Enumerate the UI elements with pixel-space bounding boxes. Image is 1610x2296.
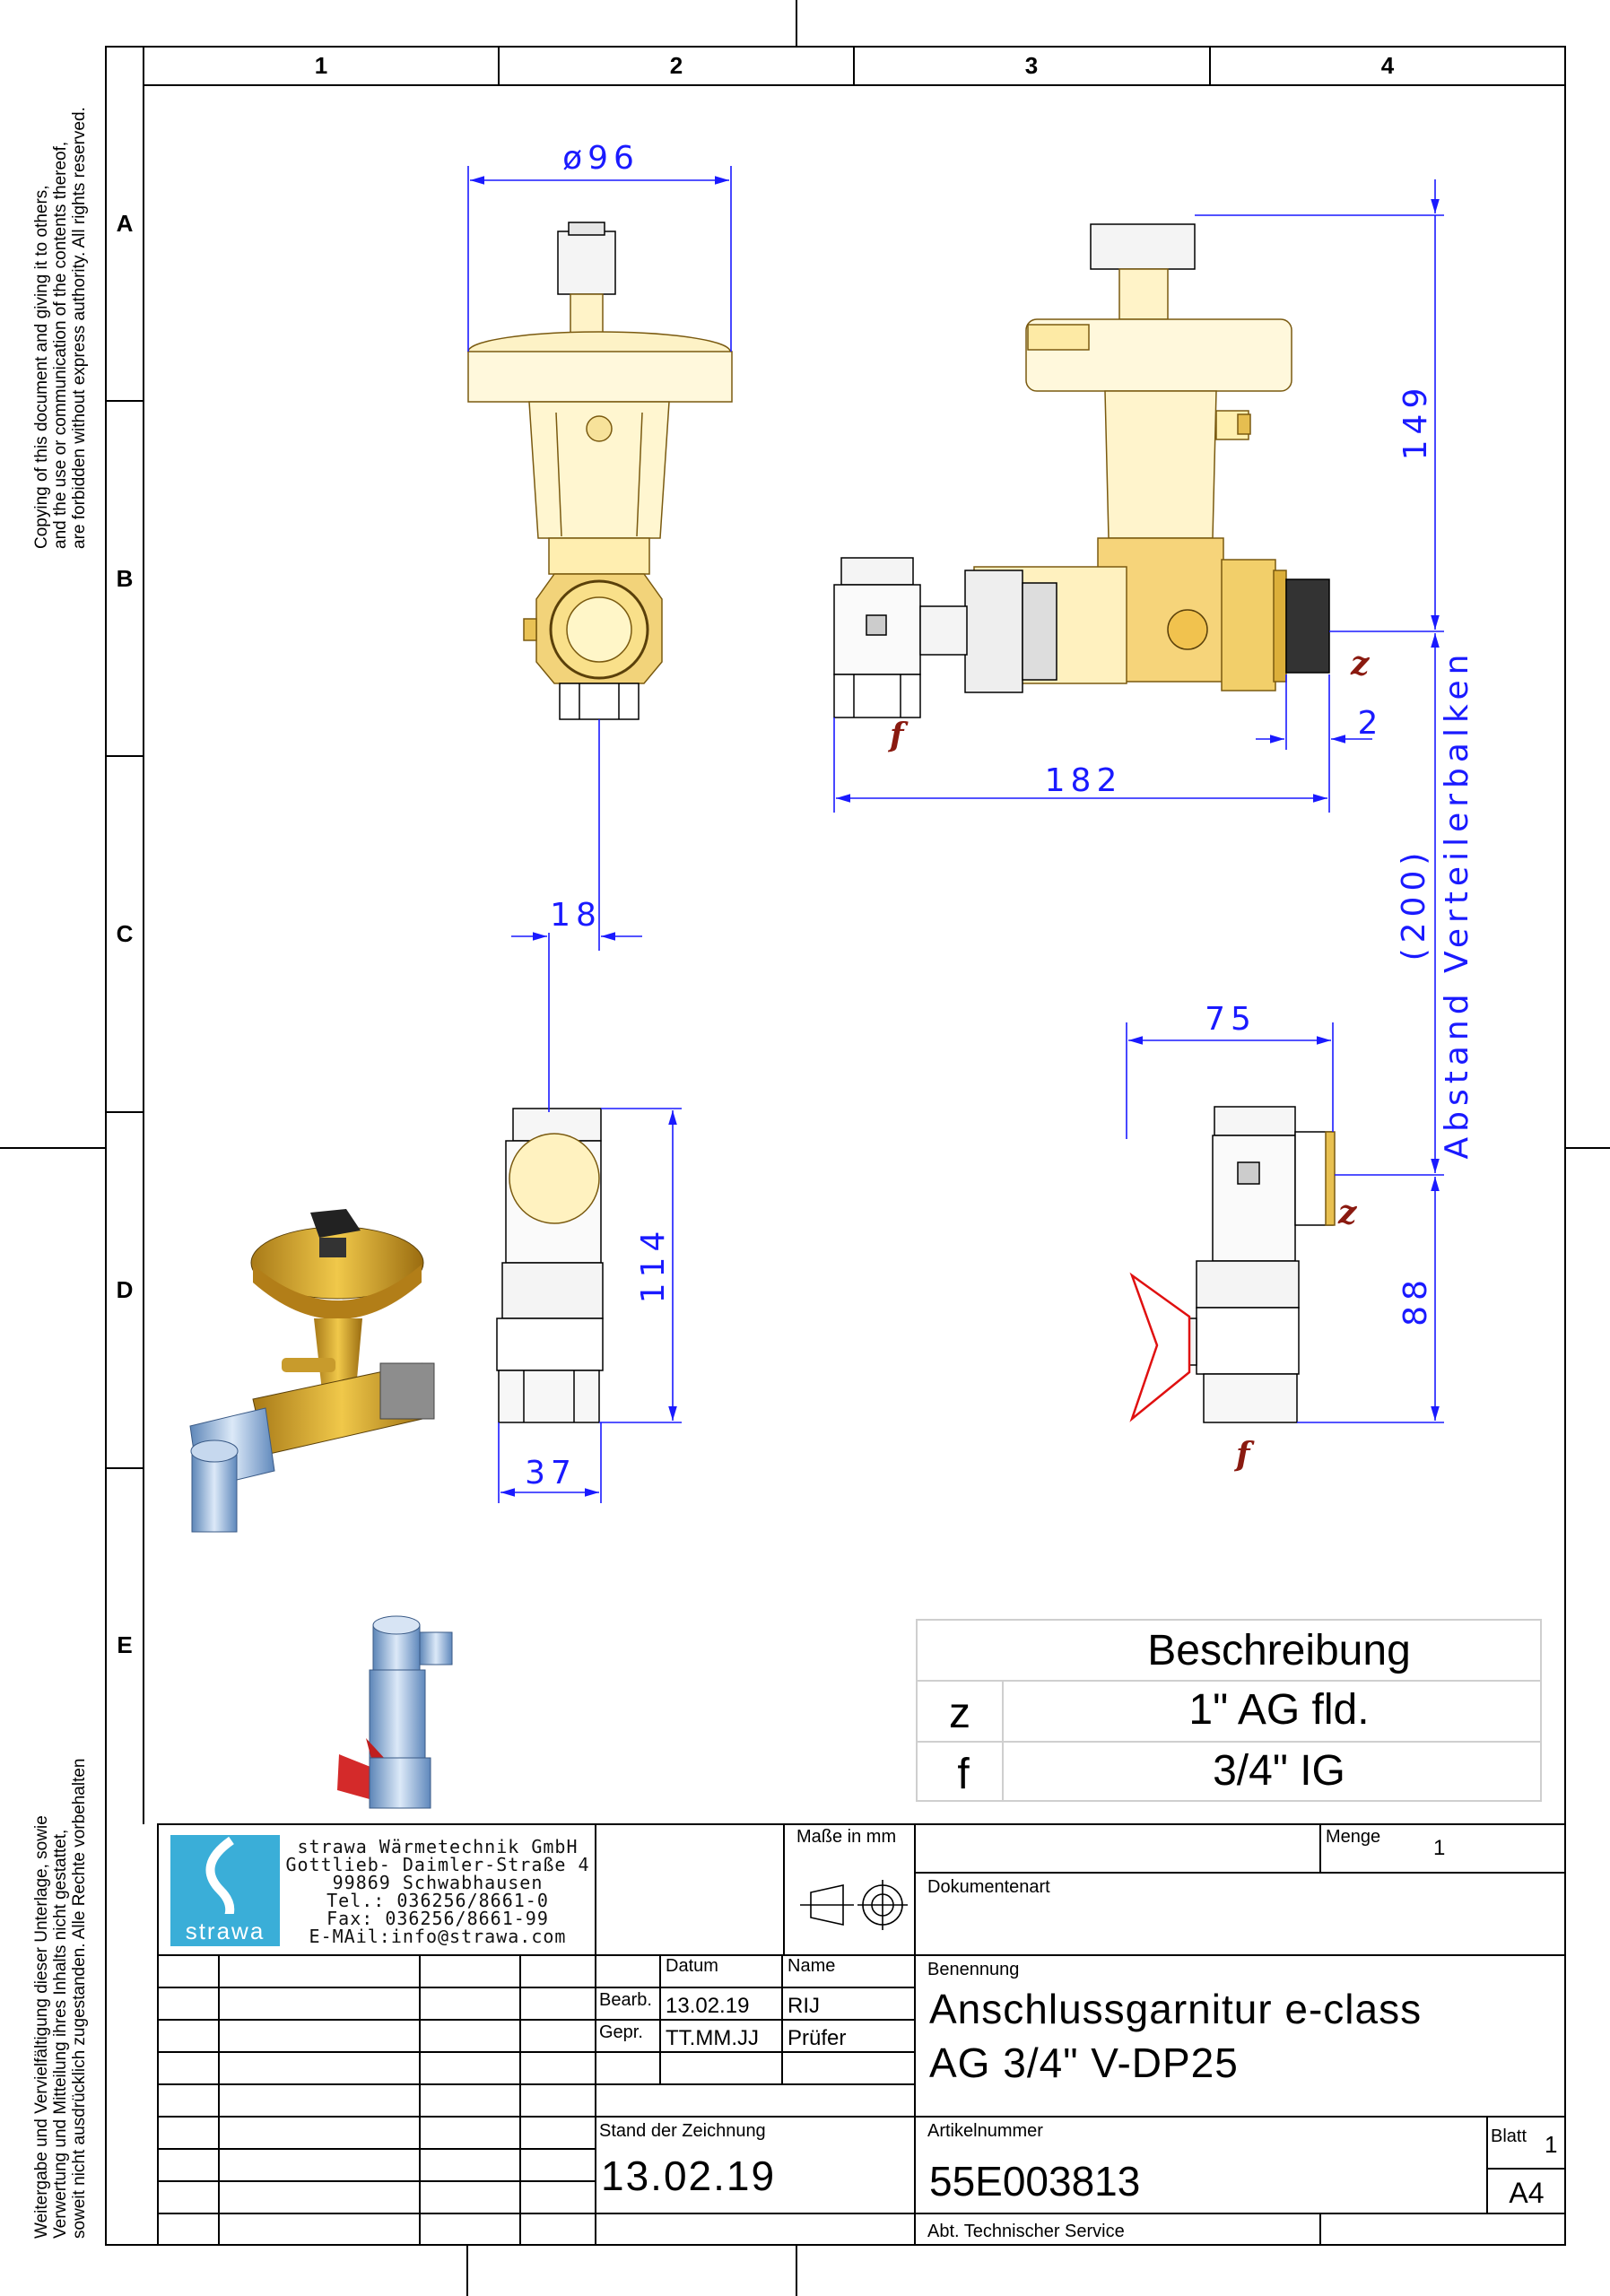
copyright-note-en: Copying of this document and giving it t… — [32, 107, 89, 549]
bearb-label: Bearb. — [599, 1990, 652, 2010]
bearb-name: RIJ — [788, 1994, 820, 2018]
sheet-label: Blatt — [1491, 2126, 1527, 2146]
dimension-149: 149 — [1397, 383, 1434, 461]
title-block-text: Maße in mm Menge 1 Dokumentenart Datum N… — [599, 1827, 1557, 2241]
svg-text:E-MAil:info@strawa.com: E-MAil:info@strawa.com — [309, 1926, 567, 1947]
dimension-114: 114 — [635, 1226, 672, 1304]
copyright-note-de: Weitergabe und Vervielfältigung dieser U… — [32, 1759, 89, 2239]
svg-text:and the use or communication o: and the use or communication of the cont… — [51, 142, 70, 549]
gepr-date: TT.MM.JJ — [666, 2026, 759, 2050]
designation-line1: Anschlussgarnitur e-class — [929, 1986, 1422, 2032]
column-labels: 1 2 3 4 — [315, 52, 1395, 79]
svg-text:strawa Wärmetechnik GmbH: strawa Wärmetechnik GmbH — [298, 1836, 579, 1857]
row-label: D — [117, 1276, 134, 1303]
table-text: 3/4" IG — [1213, 1747, 1345, 1795]
valve-3d-illustration-1 — [189, 1209, 435, 1533]
designation-line2: AG 3/4" V-DP25 — [929, 2039, 1239, 2086]
dimension-labels: ø96 149 2 182 18 114 37 75 88 (200) Abst… — [525, 140, 1475, 1492]
gepr-label: Gepr. — [599, 2022, 643, 2042]
table-text: 1" AG fld. — [1188, 1686, 1369, 1734]
distance-label: Abstand Verteilerbalken — [1439, 649, 1475, 1160]
svg-text:soweit nicht ausdrücklich zuge: soweit nicht ausdrücklich zugestanden. A… — [70, 1759, 89, 2239]
column-label: 3 — [1025, 52, 1038, 79]
drawing-frame — [105, 46, 1566, 2246]
article-value: 55E003813 — [929, 2158, 1140, 2205]
logo-text: strawa — [186, 1918, 265, 1944]
units-label: Maße in mm — [796, 1827, 896, 1847]
dimension-18: 18 — [550, 897, 602, 934]
svg-text:Tel.: 036256/8661-0: Tel.: 036256/8661-0 — [326, 1890, 549, 1911]
quantity-value: 1 — [1433, 1836, 1445, 1860]
company-address: strawa Wärmetechnik GmbH Gottlieb- Daiml… — [285, 1836, 589, 1947]
row-label: B — [117, 565, 134, 592]
date-label: Datum — [666, 1956, 718, 1976]
row-label: E — [117, 1631, 132, 1658]
column-label: 2 — [670, 52, 683, 79]
valve-3d-illustration-2 — [337, 1615, 453, 1809]
designation-label: Benennung — [927, 1960, 1019, 1979]
quantity-label: Menge — [1326, 1827, 1380, 1847]
svg-text:Gottlieb- Daimler-Straße 4: Gottlieb- Daimler-Straße 4 — [285, 1854, 589, 1875]
dimension-88: 88 — [1397, 1274, 1434, 1326]
svg-text:Weitergabe und Vervielfältigun: Weitergabe und Vervielfältigung dieser U… — [32, 1815, 51, 2239]
column-label: 1 — [315, 52, 327, 79]
svg-text:99869 Schwabhausen: 99869 Schwabhausen — [333, 1872, 544, 1893]
mark-z: z — [1350, 645, 1371, 683]
title-block-grid — [157, 1823, 1566, 2246]
mark-z: z — [1337, 1194, 1358, 1231]
table-header: Beschreibung — [1147, 1627, 1411, 1674]
short-view — [1129, 1106, 1336, 1423]
dimension-diameter: ø96 — [562, 140, 640, 177]
dimension-lines — [467, 166, 1444, 1503]
dimension-200: (200) — [1396, 848, 1432, 961]
article-label: Artikelnummer — [927, 2121, 1043, 2141]
row-labels: A B C D E — [117, 210, 134, 1658]
svg-text:Verwertung und Mitteilung ihre: Verwertung und Mitteilung ihres Inhalts … — [51, 1830, 70, 2239]
gepr-name: Prüfer — [788, 2026, 846, 2050]
front-view — [467, 222, 733, 720]
bearb-date: 13.02.19 — [666, 1994, 749, 2018]
document-type-label: Dokumentenart — [927, 1877, 1050, 1897]
department: Abt. Technischer Service — [927, 2222, 1125, 2241]
dimension-2: 2 — [1358, 705, 1384, 742]
side-view — [833, 223, 1330, 718]
format-value: A4 — [1509, 2177, 1544, 2209]
projection-symbol — [800, 1880, 908, 1930]
row-label: C — [117, 920, 134, 947]
narrow-view — [496, 1108, 604, 1423]
description-table: Beschreibung z 1" AG fld. f 3/4" IG — [916, 1619, 1542, 1802]
company-logo: strawa — [170, 1835, 280, 1946]
mark-f: f — [1233, 1436, 1255, 1474]
svg-text:Fax: 036256/8661-99: Fax: 036256/8661-99 — [326, 1908, 549, 1929]
table-code: z — [949, 1690, 970, 1737]
dimension-37: 37 — [525, 1455, 577, 1492]
drawing-state-label: Stand der Zeichnung — [599, 2121, 766, 2141]
name-label: Name — [788, 1956, 835, 1976]
dimension-182: 182 — [1045, 762, 1123, 799]
row-label: A — [117, 210, 134, 237]
mark-f: f — [887, 717, 909, 754]
svg-text:Copying of this document and g: Copying of this document and giving it t… — [32, 185, 51, 549]
column-label: 4 — [1381, 52, 1395, 79]
sheet-value: 1 — [1545, 2131, 1557, 2158]
dimension-75: 75 — [1205, 1001, 1257, 1038]
drawing-state-value: 13.02.19 — [601, 2152, 776, 2199]
svg-text:are forbidden without express: are forbidden without express authority.… — [70, 107, 89, 549]
table-code: f — [957, 1751, 970, 1798]
